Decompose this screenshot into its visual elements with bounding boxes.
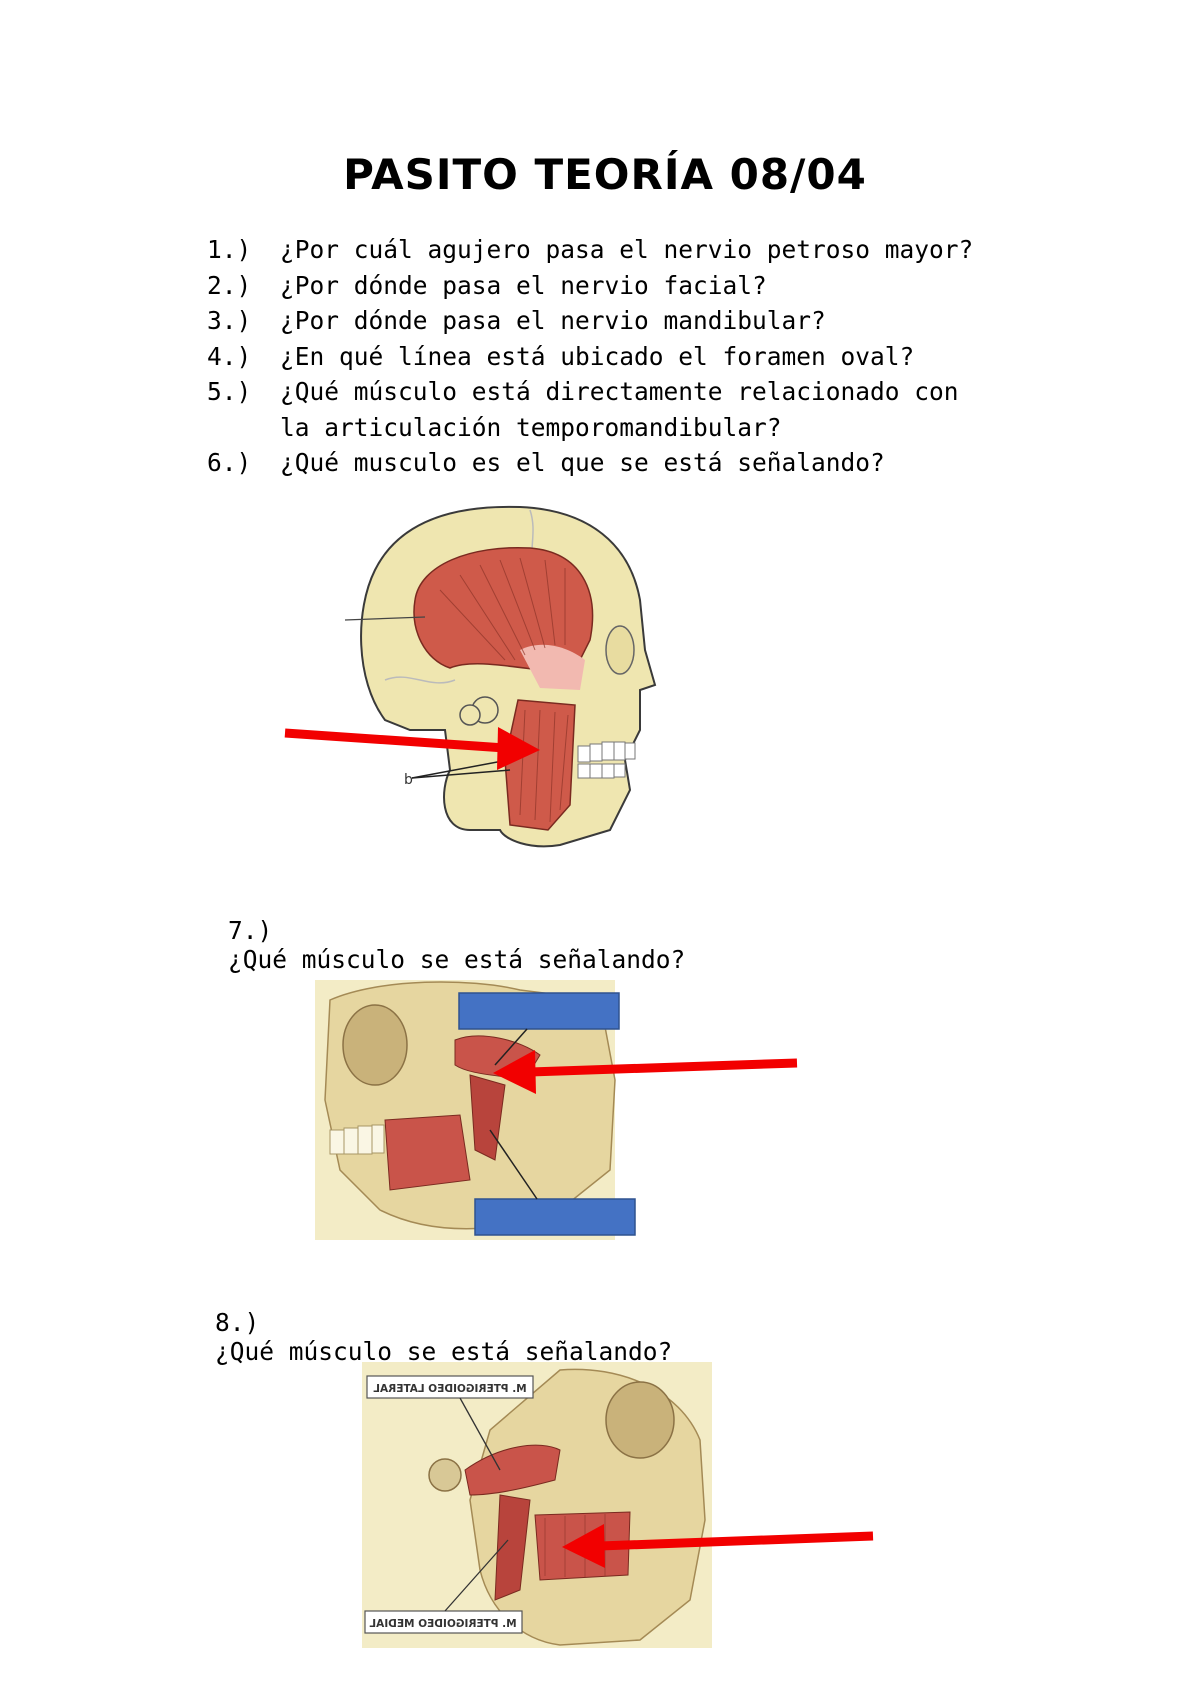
question-text: ¿Por dónde pasa el nervio mandibular? <box>280 306 826 335</box>
question-list: 1.) ¿Por cuál agujero pasa el nervio petr… <box>207 232 973 481</box>
question-text: ¿En qué línea está ubicado el foramen ov… <box>280 341 915 371</box>
question-item: 3.) ¿Por dónde pasa el nervio mandibular? <box>207 303 973 339</box>
question-item: 5.) ¿Qué músculo está directamente relaci… <box>207 374 973 445</box>
question-number: 7.) <box>228 916 273 945</box>
question-text: ¿Qué músculo está directamente relaciona… <box>280 377 959 442</box>
question-number: 3.) <box>207 306 252 335</box>
question-text: ¿Por cuál agujero pasa el nervio petroso… <box>280 235 974 264</box>
question-item: 7.)¿Qué músculo se está señalando? <box>228 916 685 974</box>
question-number: 4.) <box>207 341 252 371</box>
question-text: ¿Por dónde pasa el nervio facial? <box>280 270 767 300</box>
question-item: 2.) ¿Por dónde pasa el nervio facial? <box>207 268 973 304</box>
question-number: 2.) <box>207 270 252 300</box>
skull-lateral-illustration: b <box>284 505 657 848</box>
question-text: ¿Qué músculo se está señalando? <box>228 945 686 974</box>
question-number: 5.) <box>207 377 252 406</box>
question-item: 4.) ¿En qué línea está ubicado el foramen… <box>207 339 973 375</box>
skull-pterygoid-illustration: M. PTERIGOIDEO LATERAL M. PTERIGOIDEO ME… <box>362 1362 874 1648</box>
question-text: ¿Qué músculo se está señalando? <box>215 1337 673 1366</box>
question-number: 8.) <box>215 1308 260 1337</box>
question-item: 1.) ¿Por cuál agujero pasa el nervio petr… <box>207 232 973 268</box>
blank-label-box-top <box>458 992 620 1030</box>
question-item: 8.)¿Qué músculo se está señalando? <box>215 1308 672 1366</box>
page-title: PASITO TEORÍA 08/04 <box>343 150 867 199</box>
question-item: 6.) ¿Qué musculo es el que se está señala… <box>207 445 973 481</box>
skull-oblique-illustration <box>315 980 798 1240</box>
blank-label-box-bottom <box>474 1198 636 1236</box>
label-lateral-pterygoid: M. PTERIGOIDEO LATERAL <box>373 1383 527 1395</box>
question-text: ¿Qué musculo es el que se está señalando… <box>280 448 885 477</box>
question-number: 1.) <box>207 235 252 264</box>
figure-label-b: b <box>404 772 413 788</box>
label-medial-pterygoid: M. PTERIGOIDEO MEDIAL <box>369 1618 516 1630</box>
question-number: 6.) <box>207 448 252 477</box>
